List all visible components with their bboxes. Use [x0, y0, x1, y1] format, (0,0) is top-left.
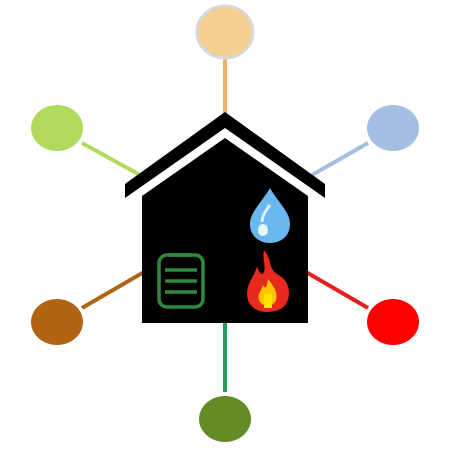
node-bottom-right[interactable] [367, 299, 419, 345]
battery-icon [157, 253, 205, 309]
node-top-right[interactable] [367, 105, 419, 151]
node-top[interactable] [195, 4, 255, 60]
node-group [31, 4, 419, 442]
connector-top-left [81, 141, 141, 177]
node-top-left[interactable] [31, 105, 83, 151]
house-icon [125, 112, 325, 323]
fire-icon [247, 250, 289, 312]
connector-bottom-right [304, 270, 370, 310]
connector-group [80, 58, 370, 392]
lightning-icon [167, 191, 209, 242]
node-bottom-left[interactable] [31, 299, 83, 345]
connector-top-right [311, 141, 369, 177]
node-bottom[interactable] [199, 396, 251, 442]
water-drop-icon [250, 188, 290, 243]
connector-bottom-left [80, 270, 146, 310]
